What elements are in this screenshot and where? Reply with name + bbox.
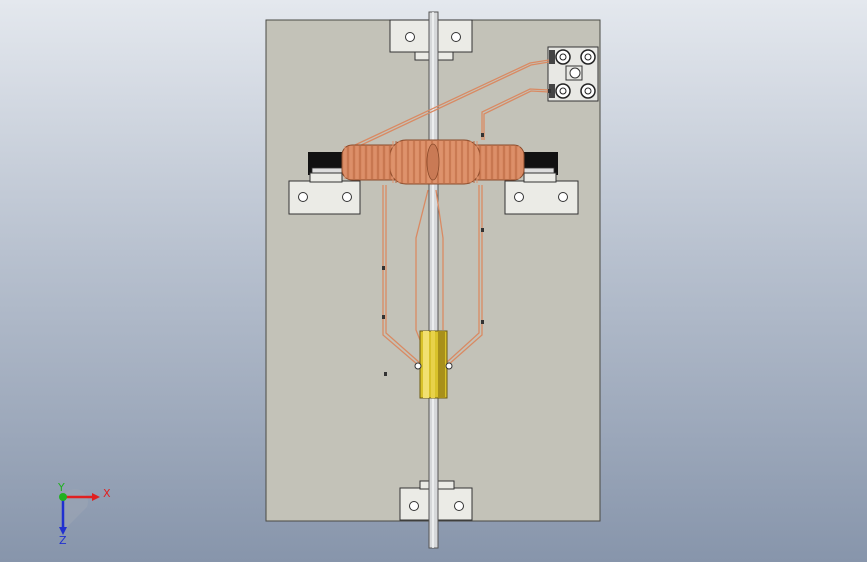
terminal-screw[interactable]: [580, 83, 596, 99]
lead-wires-to-sleeve: [382, 185, 483, 366]
lead-wires-to-terminal: [354, 59, 550, 149]
terminal-screw[interactable]: [580, 49, 596, 65]
terminal-block[interactable]: [547, 46, 599, 102]
terminal-screw[interactable]: [555, 83, 571, 99]
toroid-coil[interactable]: [341, 139, 525, 185]
axis-y-label: Y: [57, 481, 65, 494]
center-rod[interactable]: [428, 11, 439, 549]
terminal-screw[interactable]: [555, 49, 571, 65]
axis-triad: X Y Z: [57, 481, 111, 547]
wire-markers: [382, 89, 551, 376]
axis-z-label: Z: [59, 534, 67, 547]
brass-sleeve[interactable]: [414, 330, 453, 399]
axis-x-label: X: [103, 487, 111, 500]
right-coil-clamp[interactable]: [504, 152, 579, 215]
left-coil-clamp[interactable]: [288, 152, 361, 215]
coil-windings: [344, 141, 520, 183]
